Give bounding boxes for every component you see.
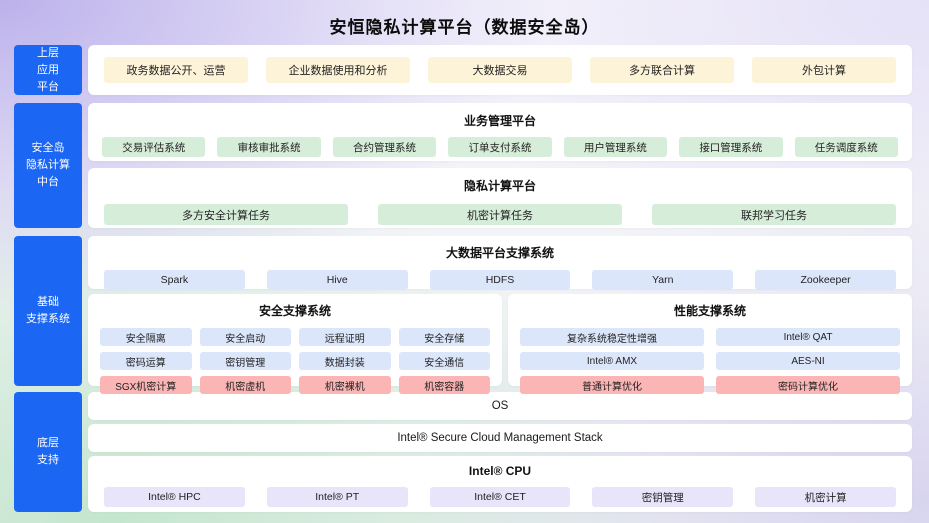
app-layer-box: 多方联合计算 bbox=[590, 57, 734, 83]
security-cell: 远程证明 bbox=[299, 328, 391, 346]
panel-cpu: Intel® CPU Intel® HPC Intel® PT Intel® C… bbox=[88, 456, 912, 512]
cpu-feature-box: Intel® PT bbox=[266, 487, 408, 507]
performance-cell: 复杂系统稳定性增强 bbox=[520, 328, 704, 346]
bigdata-box: HDFS bbox=[429, 270, 571, 290]
security-support-grid: 安全隔离 安全启动 远程证明 安全存储 密码运算 密钥管理 数据封装 安全通信 … bbox=[100, 328, 490, 394]
support-systems-row: 安全支撑系统 安全隔离 安全启动 远程证明 安全存储 密码运算 密钥管理 数据封… bbox=[88, 294, 912, 394]
panel-business-platform: 业务管理平台 交易评估系统 审核审批系统 合约管理系统 订单支付系统 用户管理系… bbox=[88, 103, 912, 161]
business-box: 任务调度系统 bbox=[794, 137, 898, 157]
cpu-boxes: Intel® HPC Intel® PT Intel® CET 密钥管理 机密计… bbox=[88, 487, 912, 507]
business-platform-boxes: 交易评估系统 审核审批系统 合约管理系统 订单支付系统 用户管理系统 接口管理系… bbox=[88, 137, 912, 157]
performance-cell: Intel® AMX bbox=[520, 352, 704, 370]
bigdata-box: Spark bbox=[104, 270, 245, 290]
bigdata-box: Yarn bbox=[592, 270, 734, 290]
section-title-business-platform: 业务管理平台 bbox=[463, 114, 536, 128]
business-box: 交易评估系统 bbox=[102, 137, 206, 157]
section-title-performance-support: 性能支撑系统 bbox=[673, 304, 746, 318]
bigdata-box: Zookeeper bbox=[755, 270, 896, 290]
app-layer-box: 政务数据公开、运营 bbox=[104, 57, 248, 83]
cpu-feature-box: 密钥管理 bbox=[592, 487, 734, 507]
security-cell: 安全通信 bbox=[398, 352, 490, 370]
sidebar-label-app-layer: 上层 应用 平台 bbox=[14, 45, 82, 95]
business-box: 审核审批系统 bbox=[217, 137, 321, 157]
section-title-cpu: Intel® CPU bbox=[468, 464, 532, 478]
security-cell: 数据封装 bbox=[299, 352, 391, 370]
privacy-task-box: 机密计算任务 bbox=[378, 204, 622, 225]
security-cell: 密码运算 bbox=[100, 352, 192, 370]
section-title-security-support: 安全支撑系统 bbox=[258, 304, 331, 318]
security-cell: 密钥管理 bbox=[199, 352, 291, 370]
privacy-platform-boxes: 多方安全计算任务 机密计算任务 联邦学习任务 bbox=[88, 204, 912, 225]
performance-cell: AES-NI bbox=[716, 352, 900, 370]
sidebar-label-bottom-support: 底层 支持 bbox=[14, 392, 82, 512]
security-cell: 安全存储 bbox=[398, 328, 490, 346]
performance-cell-optimization: 密码计算优化 bbox=[716, 376, 900, 394]
panel-os: OS bbox=[88, 392, 912, 420]
performance-cell-optimization: 普通计算优化 bbox=[520, 376, 704, 394]
panel-performance-support: 性能支撑系统 复杂系统稳定性增强 Intel® QAT Intel® AMX A… bbox=[508, 294, 912, 394]
os-label: OS bbox=[491, 400, 509, 412]
panel-security-support: 安全支撑系统 安全隔离 安全启动 远程证明 安全存储 密码运算 密钥管理 数据封… bbox=[88, 294, 502, 394]
security-cell: 安全隔离 bbox=[100, 328, 192, 346]
cpu-feature-box: Intel® CET bbox=[429, 487, 571, 507]
security-cell-confidential: 机密裸机 bbox=[299, 376, 391, 394]
panel-privacy-platform: 隐私计算平台 多方安全计算任务 机密计算任务 联邦学习任务 bbox=[88, 168, 912, 228]
app-layer-box: 企业数据使用和分析 bbox=[266, 57, 410, 83]
management-stack-label: Intel® Secure Cloud Management Stack bbox=[397, 432, 603, 444]
business-box: 接口管理系统 bbox=[679, 137, 783, 157]
security-cell-confidential: 机密虚机 bbox=[199, 376, 291, 394]
panel-app-layer: 政务数据公开、运营 企业数据使用和分析 大数据交易 多方联合计算 外包计算 bbox=[88, 45, 912, 95]
cpu-feature-box: 机密计算 bbox=[755, 487, 896, 507]
page-title: 安恒隐私计算平台（数据安全岛） bbox=[329, 18, 600, 37]
security-cell: 安全启动 bbox=[199, 328, 291, 346]
cpu-feature-box: Intel® HPC bbox=[104, 487, 245, 507]
performance-cell: Intel® QAT bbox=[716, 328, 900, 346]
security-cell-confidential: 机密容器 bbox=[398, 376, 490, 394]
main-diagram-area: 政务数据公开、运营 企业数据使用和分析 大数据交易 多方联合计算 外包计算 业务… bbox=[88, 45, 912, 512]
panel-management-stack: Intel® Secure Cloud Management Stack bbox=[88, 424, 912, 452]
business-box: 合约管理系统 bbox=[332, 137, 437, 157]
sidebar-label-base-support: 基础 支撑系统 bbox=[14, 236, 82, 386]
security-cell-confidential: SGX机密计算 bbox=[100, 376, 192, 394]
business-box: 订单支付系统 bbox=[448, 137, 552, 157]
bigdata-platform-boxes: Spark Hive HDFS Yarn Zookeeper bbox=[88, 270, 912, 290]
performance-support-grid: 复杂系统稳定性增强 Intel® QAT Intel® AMX AES-NI 普… bbox=[520, 328, 900, 394]
section-title-privacy-platform: 隐私计算平台 bbox=[463, 179, 536, 193]
privacy-task-box: 多方安全计算任务 bbox=[104, 204, 348, 225]
app-layer-box: 外包计算 bbox=[752, 57, 896, 83]
panel-bigdata-platform: 大数据平台支撑系统 Spark Hive HDFS Yarn Zookeeper bbox=[88, 236, 912, 290]
app-layer-box: 大数据交易 bbox=[428, 57, 572, 83]
bigdata-box: Hive bbox=[266, 270, 408, 290]
privacy-task-box: 联邦学习任务 bbox=[652, 204, 896, 225]
section-title-bigdata-platform: 大数据平台支撑系统 bbox=[445, 246, 554, 260]
sidebar-label-privacy-middle-platform: 安全岛 隐私计算 中台 bbox=[14, 103, 82, 228]
business-box: 用户管理系统 bbox=[563, 137, 668, 157]
